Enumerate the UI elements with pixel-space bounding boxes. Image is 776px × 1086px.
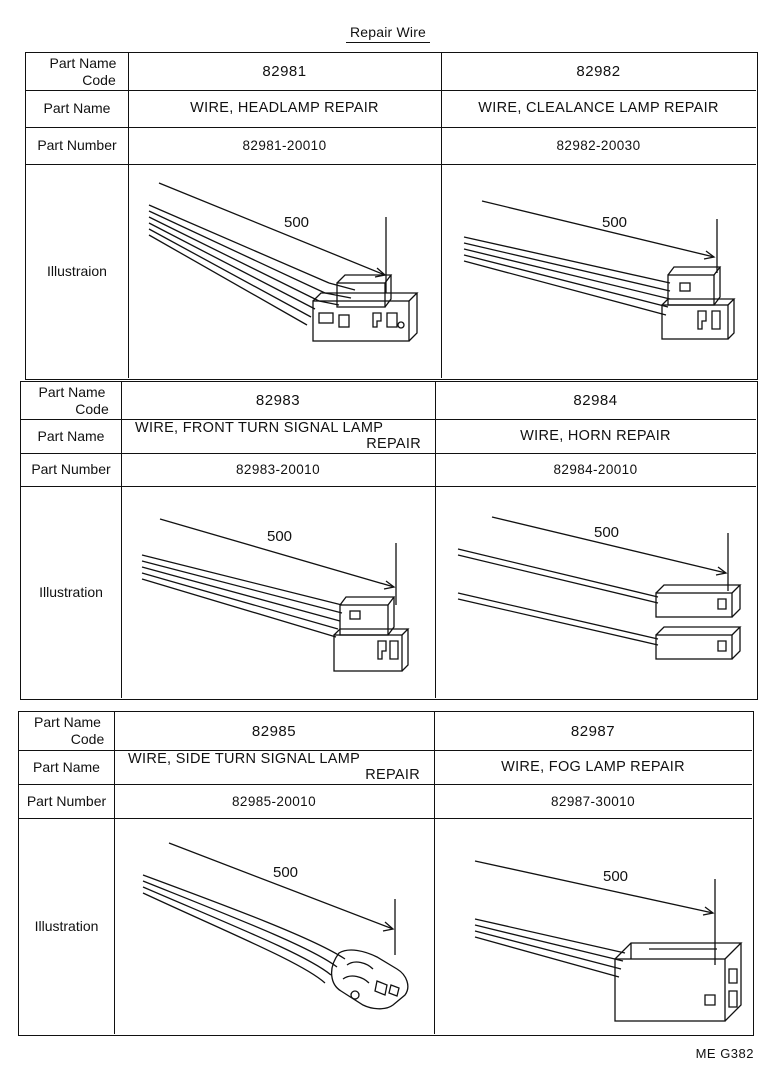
part-code: 82984 — [573, 392, 618, 409]
part-code: 82985 — [251, 722, 297, 740]
parts-table-2: Part Name Code Part Name Part Number Ill… — [20, 381, 758, 700]
horn-wire-illustration: 500 — [457, 516, 742, 660]
page-code: ME G382 — [695, 1046, 754, 1061]
part-name-label: Part Name — [37, 427, 105, 444]
clearance-lamp-wire-illustration: 500 — [463, 200, 736, 340]
headlamp-wire-illustration: 500 — [148, 182, 419, 342]
part-number-label: Part Number — [26, 792, 107, 809]
parts-table-3: Part Name Code Part Name Part Number Ill… — [18, 711, 754, 1036]
part-code: 82981 — [262, 63, 307, 80]
dimension-label: 500 — [602, 214, 627, 231]
part-number-label: Part Number — [31, 461, 111, 477]
side-turn-signal-wire-illustration: 500 — [142, 842, 409, 1010]
dimension-label: 500 — [267, 528, 292, 545]
dimension-label: 500 — [594, 524, 619, 541]
part-number-label: Part Number — [37, 137, 117, 153]
front-turn-signal-wire-illustration: 500 — [141, 518, 410, 672]
part-number: 82982-20030 — [556, 138, 641, 153]
part-name-label: Part Name — [43, 100, 111, 116]
code-label: Part Name Code — [38, 383, 109, 417]
illustration-label: Illustration — [34, 917, 99, 934]
fog-lamp-wire-illustration: 500 — [474, 860, 743, 1022]
page-title: Repair Wire — [0, 24, 776, 43]
code-label: Part Name Code — [34, 714, 105, 747]
part-name: WIRE, FRONT TURN SIGNAL LAMP REPAIR — [135, 420, 421, 452]
illustration-label: Illustraion — [47, 262, 107, 279]
part-name: WIRE, HEADLAMP REPAIR — [190, 100, 379, 116]
part-number: 82985-20010 — [232, 793, 316, 809]
dimension-label: 500 — [603, 868, 628, 885]
part-number: 82987-30010 — [551, 793, 635, 809]
part-name: WIRE, HORN REPAIR — [520, 427, 671, 444]
part-name: WIRE, FOG LAMP REPAIR — [501, 758, 685, 775]
part-name: WIRE, SIDE TURN SIGNAL LAMP REPAIR — [128, 751, 420, 783]
part-name: WIRE, CLEALANCE LAMP REPAIR — [478, 100, 719, 116]
part-number: 82983-20010 — [236, 462, 320, 477]
part-name-label: Part Name — [33, 758, 100, 775]
part-code: 82987 — [570, 722, 616, 740]
dimension-label: 500 — [284, 214, 309, 231]
part-number: 82981-20010 — [242, 138, 327, 153]
part-code: 82982 — [576, 63, 621, 80]
code-label: Part Name Code — [49, 54, 117, 88]
part-number: 82984-20010 — [553, 462, 638, 477]
part-code: 82983 — [255, 392, 301, 409]
parts-table-1: Part Name Code Part Name Part Number Ill… — [25, 52, 758, 380]
dimension-label: 500 — [273, 864, 298, 881]
illustration-label: Illustration — [39, 583, 103, 600]
